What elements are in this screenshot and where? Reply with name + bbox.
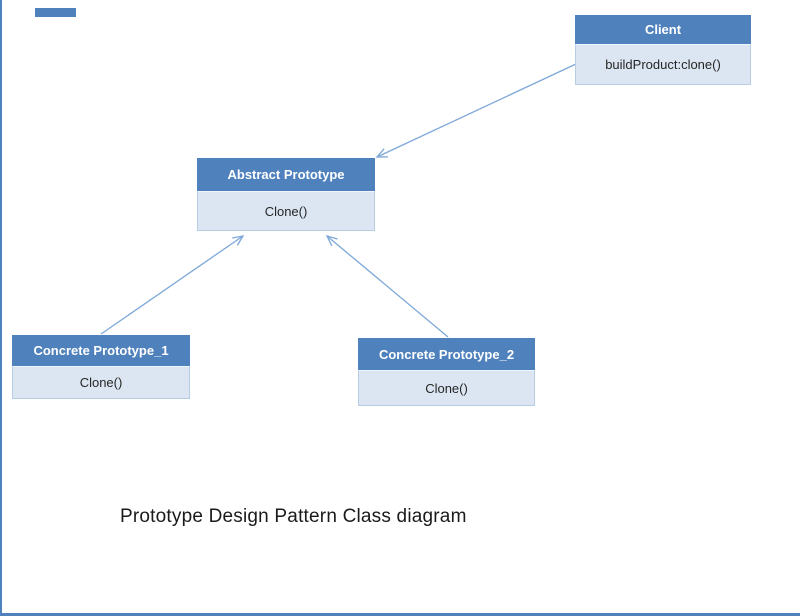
class-concrete-prototype-2-member: Clone() xyxy=(358,370,535,406)
class-concrete-prototype-1-member: Clone() xyxy=(12,366,190,399)
arrow-cp1-to-abstract xyxy=(100,236,243,335)
class-client: Client buildProduct:clone() xyxy=(575,15,751,85)
frame-bottom-border xyxy=(0,613,800,616)
diagram-caption: Prototype Design Pattern Class diagram xyxy=(120,506,467,527)
class-client-name: Client xyxy=(575,15,751,44)
arrow-cp2-to-abstract xyxy=(327,236,449,338)
class-concrete-prototype-2: Concrete Prototype_2 Clone() xyxy=(358,338,535,406)
class-abstract-prototype-member: Clone() xyxy=(197,191,375,231)
class-abstract-prototype: Abstract Prototype Clone() xyxy=(197,158,375,231)
class-client-member: buildProduct:clone() xyxy=(575,44,751,85)
class-abstract-prototype-name: Abstract Prototype xyxy=(197,158,375,191)
class-concrete-prototype-1-name: Concrete Prototype_1 xyxy=(12,335,190,366)
arrow-client-to-abstract xyxy=(377,63,577,157)
frame-top-tab xyxy=(35,8,76,17)
class-concrete-prototype-2-name: Concrete Prototype_2 xyxy=(358,338,535,370)
frame-left-border xyxy=(0,0,2,616)
class-concrete-prototype-1: Concrete Prototype_1 Clone() xyxy=(12,335,190,399)
